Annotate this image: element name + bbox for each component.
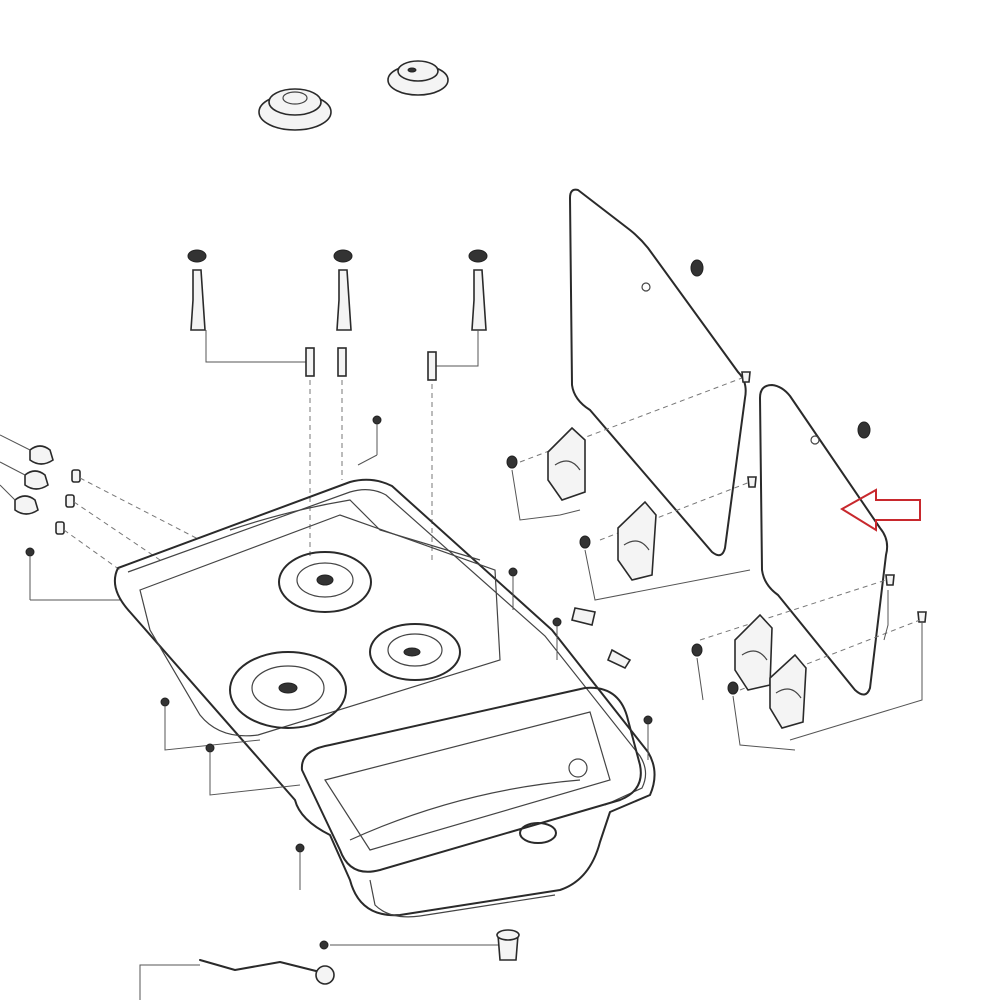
hinge-left-lower (579, 500, 751, 601)
valve-pins (305, 347, 437, 560)
burner-cap-left (258, 88, 332, 131)
spindle-left (187, 249, 306, 363)
control-knobs (0, 434, 201, 601)
fixing-screws (160, 415, 653, 890)
hinge-right-upper (691, 613, 773, 701)
gas-pipe-assembly (139, 929, 520, 1000)
sink-basin (300, 686, 642, 873)
hob-sink-tray (114, 478, 656, 918)
burner-right (369, 623, 461, 681)
glass-lid-right (699, 384, 927, 741)
arrow-left-icon (840, 488, 921, 532)
burner-front (229, 651, 347, 729)
spindle-middle (333, 249, 353, 331)
hinge-right-lower (727, 653, 807, 751)
glass-lid-left (519, 188, 757, 557)
burner-cap-right (387, 60, 449, 96)
spindle-right (436, 249, 488, 367)
hinge-left-upper (506, 426, 586, 521)
burner-back (278, 551, 372, 613)
